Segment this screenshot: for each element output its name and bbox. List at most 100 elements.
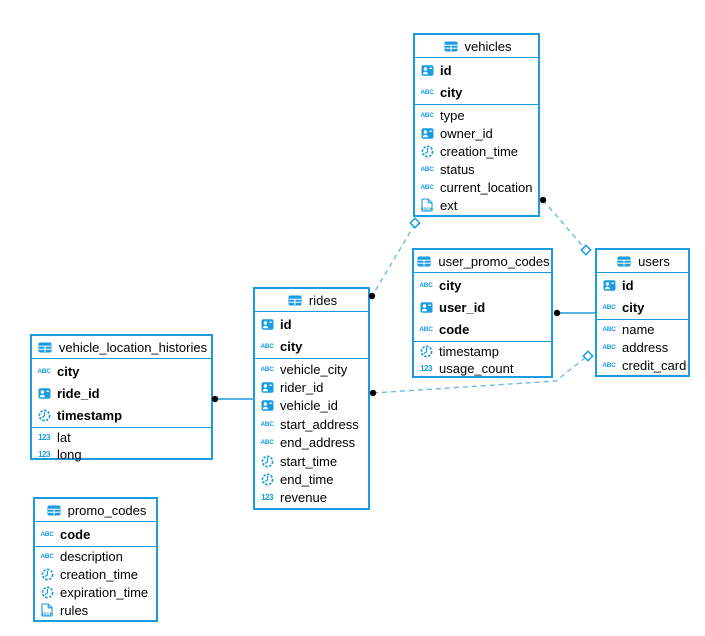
field-name: current_location	[440, 179, 533, 195]
field-row-usage_count[interactable]: 123 usage_count	[414, 360, 551, 377]
field-row-current_location[interactable]: ABC current_location	[415, 178, 538, 196]
field-row-end_time[interactable]: end_time	[255, 470, 368, 488]
field-row-address[interactable]: ABC address	[597, 339, 688, 357]
number-123-icon: 123	[261, 493, 273, 503]
number-123-icon: 123	[420, 364, 432, 373]
field-row-creation_time[interactable]: creation_time	[415, 142, 538, 160]
field-name: city	[622, 299, 645, 315]
table-header[interactable]: user_promo_codes	[414, 250, 551, 273]
field-row-city[interactable]: ABC city	[255, 335, 368, 357]
table-title: vehicle_location_histories	[58, 339, 208, 355]
field-name: expiration_time	[60, 584, 149, 600]
field-row-creation_time[interactable]: creation_time	[35, 566, 156, 584]
field-row-timestamp[interactable]: timestamp	[32, 404, 211, 426]
text-abc-icon: ABC	[420, 165, 434, 173]
field-row-rider_id[interactable]: rider_id	[255, 378, 368, 396]
clock-icon	[417, 345, 435, 358]
id-card-icon	[417, 301, 435, 314]
field-name: ride_id	[57, 385, 100, 401]
field-row-id[interactable]: id	[415, 59, 538, 81]
field-row-owner_id[interactable]: owner_id	[415, 124, 538, 142]
clock-icon	[38, 568, 56, 581]
field-row-vehicle_id[interactable]: vehicle_id	[255, 397, 368, 415]
text-abc-icon: ABC	[40, 530, 54, 538]
field-row-id[interactable]: id	[597, 274, 688, 296]
table-title: user_promo_codes	[438, 253, 550, 269]
field-name: id	[622, 277, 634, 293]
id-card-icon	[35, 387, 53, 400]
text-abc-icon: ABC	[420, 88, 434, 96]
field-name: creation_time	[440, 143, 519, 159]
table-icon	[442, 41, 460, 52]
number-123-icon: 123	[38, 433, 50, 442]
table-header[interactable]: vehicle_location_histories	[32, 336, 211, 359]
field-name: rider_id	[280, 380, 324, 396]
field-name: long	[57, 447, 82, 462]
relationship-vehicle_location_histories-rides	[211, 395, 253, 403]
field-row-lat[interactable]: 123 lat	[32, 429, 211, 446]
field-row-user_id[interactable]: user_id	[414, 296, 551, 318]
table-header[interactable]: users	[597, 250, 688, 273]
diamond-endpoint-marker	[409, 217, 421, 229]
field-name: credit_card	[622, 357, 687, 373]
table-icon	[45, 505, 63, 516]
json-doc-icon: JSON	[38, 603, 56, 617]
table-icon	[615, 256, 633, 267]
field-name: name	[622, 322, 655, 338]
dot-endpoint-marker	[539, 196, 547, 204]
field-name: user_id	[439, 299, 486, 315]
table-icon	[286, 295, 304, 306]
field-name: owner_id	[440, 125, 493, 141]
text-abc-icon: ABC	[602, 344, 616, 351]
field-name: city	[57, 363, 80, 379]
field-name: code	[60, 526, 91, 542]
table-header[interactable]: vehicles	[415, 35, 538, 58]
field-name: usage_count	[439, 361, 514, 376]
table-header[interactable]: rides	[255, 289, 368, 312]
text-abc-icon: ABC	[260, 420, 274, 428]
id-card-icon	[418, 64, 436, 77]
text-abc-icon: ABC	[260, 342, 274, 350]
field-row-id[interactable]: id	[255, 313, 368, 335]
field-row-expiration_time[interactable]: expiration_time	[35, 584, 156, 602]
table-header[interactable]: promo_codes	[35, 499, 156, 522]
text-abc-icon: ABC	[420, 183, 434, 191]
field-row-timestamp[interactable]: timestamp	[414, 343, 551, 360]
field-row-start_time[interactable]: start_time	[255, 452, 368, 470]
field-row-code[interactable]: ABC code	[35, 523, 156, 545]
field-row-ride_id[interactable]: ride_id	[32, 382, 211, 404]
field-name: address	[622, 340, 669, 355]
field-name: city	[280, 338, 303, 354]
field-name: end_time	[280, 471, 334, 487]
id-card-icon	[258, 399, 276, 412]
field-name: lat	[57, 430, 71, 445]
